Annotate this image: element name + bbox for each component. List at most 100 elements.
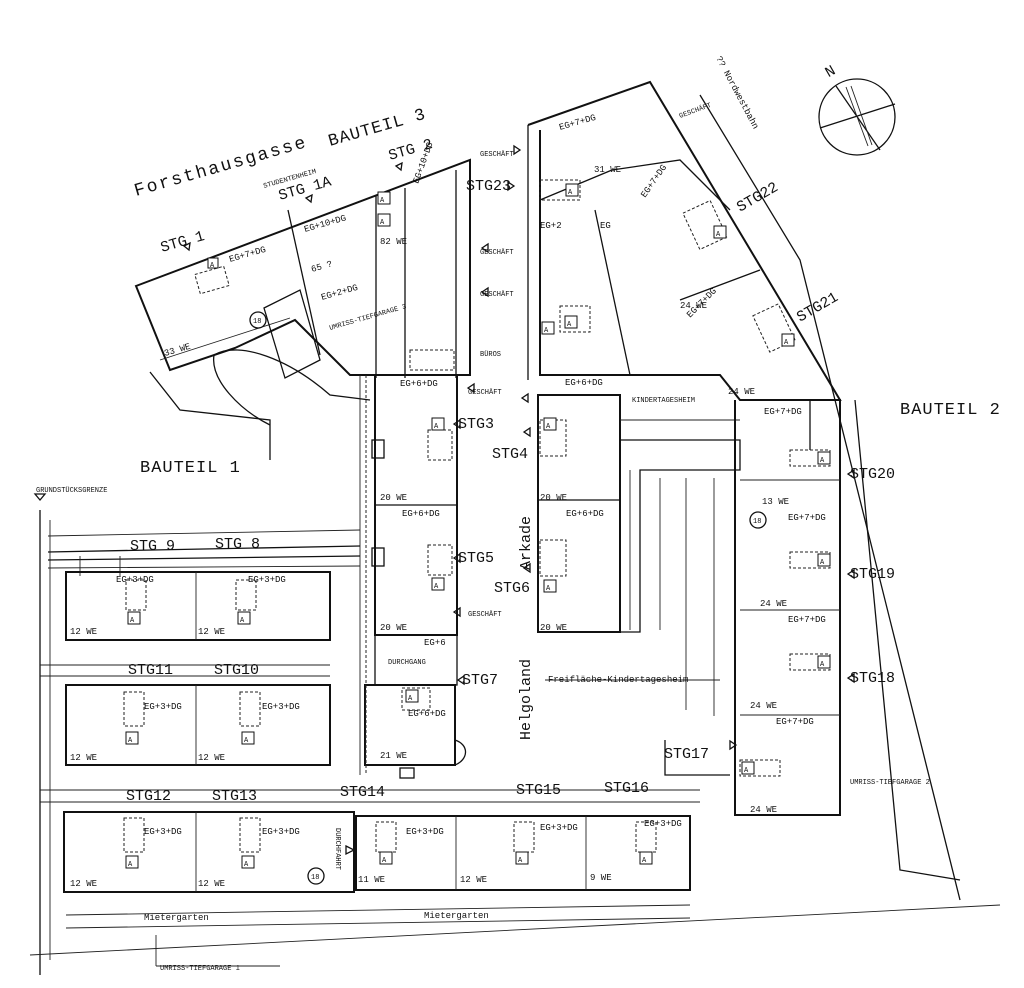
stair-label-stg9: STG 9: [130, 538, 175, 555]
floor-label: EG+2+DG: [320, 283, 359, 303]
unit-count: 12 WE: [70, 879, 97, 889]
stair-symbol: A: [544, 327, 549, 335]
unit-count: 12 WE: [198, 753, 225, 763]
shop-label: GESCHÄFT: [468, 610, 502, 619]
stair-label-stg16: STG16: [604, 780, 649, 797]
floor-label: EG+10+DG: [303, 213, 347, 235]
floor-label: EG+7+DG: [788, 615, 826, 625]
courtyard: Freifläche-Kindertagesheim: [545, 439, 741, 776]
unit-count: 12 WE: [198, 879, 225, 889]
stair-label-stg17: STG17: [664, 746, 709, 763]
stair-label-stg5: STG5: [458, 550, 494, 567]
north-arrow-icon: N: [818, 63, 896, 156]
north-label: N: [823, 63, 839, 82]
railway-label: ?? Nordwestbahn: [713, 55, 760, 131]
unit-count: 31 WE: [594, 165, 621, 175]
central-block: A A A EG+6+DG 20 WE EG+6+DG 20 WE EG+6 D…: [359, 374, 467, 779]
garage-entry-number: 18: [753, 518, 761, 526]
south-block: A A A EG+3+DG EG+3+DG EG+3+DG 11 WE 12 W…: [307, 815, 691, 921]
stair-symbol: A: [128, 861, 133, 869]
stair-symbol: A: [240, 617, 245, 625]
unit-count: 24 WE: [728, 387, 755, 397]
floor-label: EG+3+DG: [144, 827, 182, 837]
stair-symbol: A: [546, 585, 551, 593]
garage-entry-number: 18: [253, 318, 261, 326]
stair-symbol: A: [244, 861, 249, 869]
unit-count: 20 WE: [380, 623, 407, 633]
floor-label: EG+3+DG: [540, 823, 578, 833]
unit-count: 20 WE: [380, 493, 407, 503]
stair-label-stg6: STG6: [494, 580, 530, 597]
driveway-label: DURCHFAHRT: [333, 828, 341, 870]
stair-label-stg21: STG21: [794, 289, 841, 326]
tenant-garden-label: Mietergarten: [144, 913, 209, 923]
entrance-markers: [33, 144, 855, 856]
helgoland-label: Helgoland: [518, 659, 535, 740]
floor-label: EG+3+DG: [262, 827, 300, 837]
stair-symbol: A: [567, 321, 572, 329]
stg4-stg6-block: A A 20 WE EG+6+DG 20 WE: [537, 394, 740, 633]
shop-label: GESCHÄFT: [678, 101, 713, 121]
stair-label-stg7: STG7: [462, 672, 498, 689]
stair-label-stg11: STG11: [128, 662, 173, 679]
floor-label: EG+7+DG: [764, 407, 802, 417]
floor-label: EG+7+DG: [639, 163, 669, 200]
unit-count: 20 WE: [540, 623, 567, 633]
property-boundary-label: GRUNDSTÜCKSGRENZE: [36, 486, 107, 495]
floor-label: EG+7+DG: [558, 113, 597, 133]
stair-symbol: A: [518, 857, 523, 865]
stair-label-stg20: STG20: [850, 466, 895, 483]
stair-label-stg1: STG 1: [159, 228, 207, 257]
floor-label: EG+3+DG: [406, 827, 444, 837]
unit-count: 65 ?: [310, 259, 334, 275]
underground-garage-3-label: UMRISS-TIEFGARAGE 3: [329, 303, 408, 333]
unit-count: 11 WE: [358, 875, 385, 885]
stair-label-stg19: STG19: [850, 566, 895, 583]
stair-label-stg10: STG10: [214, 662, 259, 679]
arcade-label: Arkade: [518, 516, 535, 570]
stair-label-stg15: STG15: [516, 782, 561, 799]
stair-symbol: A: [128, 737, 133, 745]
stair-label-stg4: STG4: [492, 446, 528, 463]
floor-label: EG+3+DG: [248, 575, 286, 585]
stair-symbol: A: [380, 219, 385, 227]
bauteil2-label: BAUTEIL 2: [900, 401, 1001, 420]
floor-label: EG+6+DG: [408, 709, 446, 719]
unit-count: 9 WE: [590, 873, 612, 883]
floor-label: EG+6+DG: [566, 509, 604, 519]
floor-label: EG+3+DG: [644, 819, 682, 829]
stair-symbol: A: [820, 661, 825, 669]
passage-label: DURCHGANG: [388, 659, 426, 667]
unit-count: 24 WE: [680, 301, 707, 311]
floor-label: EG+2: [540, 221, 562, 231]
shop-label: GESCHÄFT: [480, 290, 514, 299]
stair-label-stg13: STG13: [212, 788, 257, 805]
unit-count: 13 WE: [762, 497, 789, 507]
unit-count: 24 WE: [750, 805, 777, 815]
kindergarten-label: KINDERTAGESHEIM: [632, 397, 695, 405]
stair-symbol: A: [244, 737, 249, 745]
unit-count: 24 WE: [750, 701, 777, 711]
stair-symbol: A: [642, 857, 647, 865]
floor-label: EG+7+DG: [228, 245, 267, 265]
stair-symbol: A: [434, 583, 439, 591]
floor-label: EG+6+DG: [400, 379, 438, 389]
northeast-wing: A A A A A EG+7+DG 31 WE EG+2 EG EG+7+DG …: [480, 80, 842, 405]
floor-label: EG: [600, 221, 611, 231]
kindergarten-outdoor-label: Freifläche-Kindertagesheim: [548, 675, 688, 685]
stair-label-stg22: STG22: [734, 179, 781, 216]
shop-label: GESCHÄFT: [480, 150, 514, 159]
unit-count: 21 WE: [380, 751, 407, 761]
shop-label: GESCHÄFT: [468, 388, 502, 397]
floor-label: EG+6: [424, 638, 446, 648]
unit-count: 12 WE: [70, 753, 97, 763]
underground-garage-1-label: UMRISS-TIEFGARAGE 1: [160, 965, 240, 973]
stair-symbol: A: [546, 423, 551, 431]
floor-label: EG+3+DG: [144, 702, 182, 712]
unit-count: 20 WE: [540, 493, 567, 503]
stair-label-stg14: STG14: [340, 784, 385, 801]
stair-symbol: A: [568, 189, 573, 197]
shop-label: GESCHÄFT: [480, 248, 514, 257]
stair-symbol: A: [820, 457, 825, 465]
